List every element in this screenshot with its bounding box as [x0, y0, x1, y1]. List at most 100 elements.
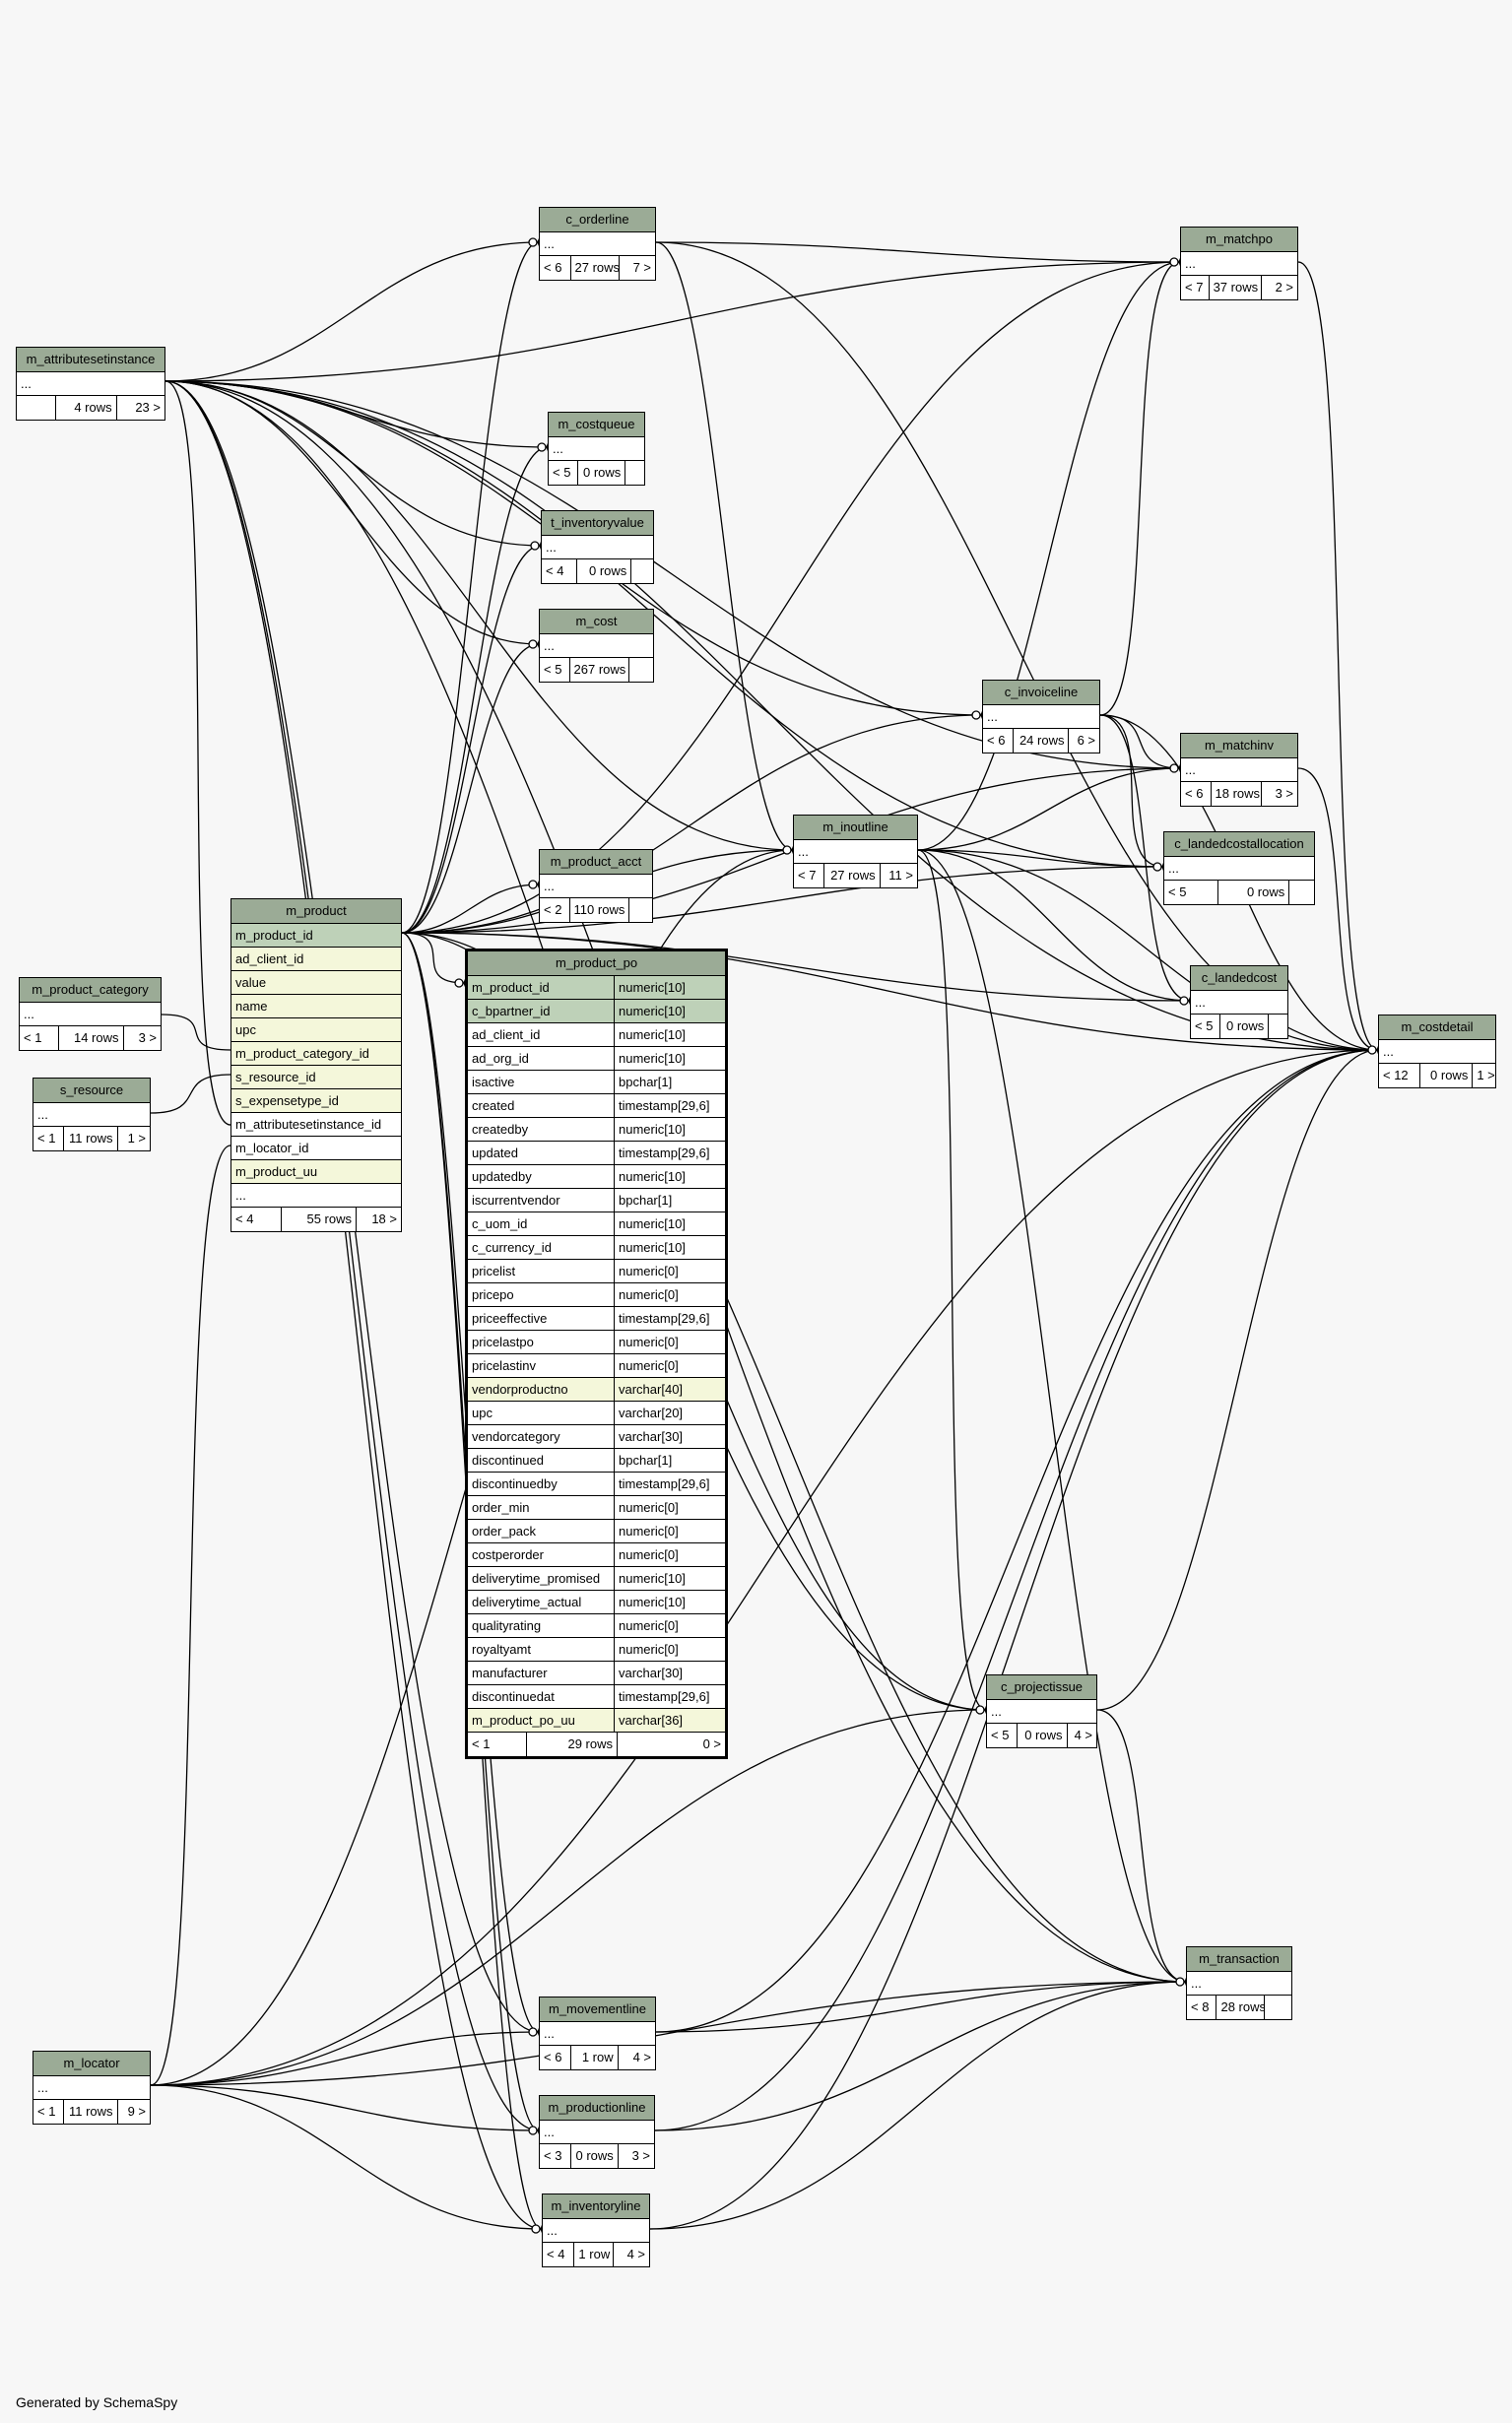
table-header-m_locator[interactable]: m_locator	[33, 2052, 150, 2076]
children-link[interactable]: 7 >	[618, 256, 655, 280]
column-s_resource_id[interactable]: s_resource_id	[231, 1066, 401, 1089]
children-link[interactable]: 0 >	[617, 1733, 725, 1756]
children-link[interactable]: 6 >	[1068, 729, 1099, 753]
parents-link[interactable]: < 5	[1195, 1018, 1214, 1033]
children-link[interactable]	[1288, 881, 1314, 904]
children-link[interactable]: 4 >	[617, 2046, 655, 2069]
table-header-m_product[interactable]: m_product	[231, 899, 401, 924]
table-header-m_transaction[interactable]: m_transaction	[1187, 1947, 1291, 1972]
children-link[interactable]: 18 >	[356, 1208, 401, 1231]
table-header-m_attributesetinstance[interactable]: m_attributesetinstance	[17, 348, 164, 372]
children-link[interactable]: 3 >	[122, 1026, 162, 1050]
parents-link[interactable]: < 8	[1191, 1999, 1210, 2014]
parents-link[interactable]: < 1	[37, 1131, 56, 1146]
children-link[interactable]	[628, 658, 653, 682]
table-header-m_product_category[interactable]: m_product_category	[20, 978, 161, 1003]
column-name[interactable]: name	[231, 995, 401, 1018]
parents-link[interactable]: < 7	[798, 868, 817, 883]
column-m_product_uu[interactable]: m_product_uu	[231, 1160, 401, 1184]
column-m_product_category_id[interactable]: m_product_category_id	[231, 1042, 401, 1066]
table-header-m_costqueue[interactable]: m_costqueue	[549, 413, 644, 437]
children-link[interactable]: 1 >	[1472, 1064, 1495, 1087]
table-header-t_inventoryvalue[interactable]: t_inventoryvalue	[542, 511, 653, 536]
parents-link[interactable]: < 5	[991, 1728, 1010, 1742]
table-header-m_cost[interactable]: m_cost	[540, 610, 653, 634]
parents-link[interactable]: < 1	[24, 1030, 42, 1045]
children-link[interactable]: 2 >	[1260, 276, 1297, 299]
children-link[interactable]	[1268, 1015, 1287, 1038]
parents-link[interactable]: < 3	[544, 2148, 562, 2163]
parents-link[interactable]: < 1	[37, 2104, 56, 2119]
parents-link[interactable]: < 6	[987, 733, 1006, 748]
children-link[interactable]: 11 >	[879, 864, 917, 887]
column-upc[interactable]: upc	[231, 1018, 401, 1042]
parents-link[interactable]: < 12	[1383, 1068, 1409, 1082]
parents-link[interactable]: < 5	[1168, 884, 1187, 899]
column-s_expensetype_id[interactable]: s_expensetype_id	[231, 1089, 401, 1113]
table-header-m_productionline[interactable]: m_productionline	[540, 2096, 654, 2121]
column-m_product_id[interactable]: m_product_id	[231, 924, 401, 948]
table-header-s_resource[interactable]: s_resource	[33, 1079, 150, 1103]
parents-link[interactable]: < 2	[544, 902, 562, 917]
children-link[interactable]	[1264, 1996, 1291, 2019]
children-link[interactable]: 9 >	[116, 2100, 150, 2124]
table-header-m_matchpo[interactable]: m_matchpo	[1181, 228, 1297, 252]
parents-link[interactable]: < 4	[546, 563, 564, 578]
column-value[interactable]: value	[231, 971, 401, 995]
table-header-m_product_acct[interactable]: m_product_acct	[540, 850, 652, 875]
table-header-c_projectissue[interactable]: c_projectissue	[987, 1675, 1096, 1700]
parents-link[interactable]: < 4	[235, 1212, 254, 1226]
children-link[interactable]: 23 >	[115, 396, 164, 420]
children-link[interactable]: 4 >	[612, 2243, 649, 2266]
parents-link[interactable]: < 7	[1185, 280, 1204, 295]
parents-link[interactable]: < 6	[544, 2050, 562, 2064]
children-link[interactable]: 1 >	[116, 1127, 150, 1150]
table-header-c_landedcostallocation[interactable]: c_landedcostallocation	[1164, 832, 1314, 857]
parents-link[interactable]: < 4	[547, 2247, 565, 2261]
column-m_locator_id[interactable]: m_locator_id	[231, 1137, 401, 1160]
parents-link[interactable]: < 5	[553, 465, 571, 480]
children-link[interactable]	[628, 898, 652, 922]
table-header-m_inoutline[interactable]: m_inoutline	[794, 816, 917, 840]
children-link[interactable]: 3 >	[617, 2144, 654, 2168]
table-header-c_orderline[interactable]: c_orderline	[540, 208, 655, 232]
